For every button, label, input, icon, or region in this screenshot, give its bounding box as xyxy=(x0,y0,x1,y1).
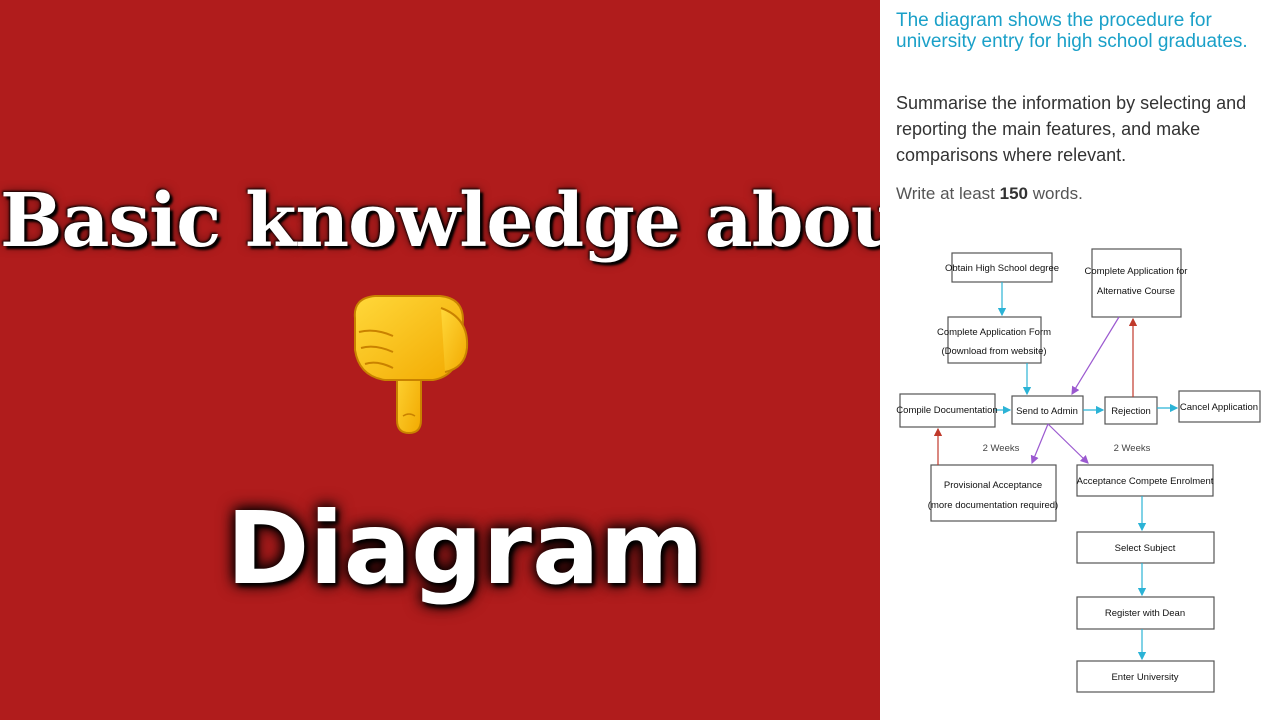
label-alt-course-2: Alternative Course xyxy=(1097,286,1175,297)
label-send-admin: Send to Admin xyxy=(1016,406,1078,417)
node-acceptance xyxy=(1076,464,1214,497)
node-enter-university xyxy=(1076,660,1215,693)
word-count-requirement: Write at least 150 words. xyxy=(896,184,1083,204)
thumbnail-panel: Basic knowledge about Diagram xyxy=(0,0,938,720)
label-rejection: Rejection xyxy=(1111,406,1151,417)
task-instruction: Summarise the information by selecting a… xyxy=(896,93,1247,165)
label-cancel-app: Cancel Application xyxy=(1180,402,1258,413)
annotation-weeks-left: 2 Weeks xyxy=(983,443,1020,454)
node-provisional xyxy=(930,464,1057,522)
label-acceptance: Acceptance Compete Enrolment xyxy=(1077,476,1214,487)
label-provisional-2: (more documentation required) xyxy=(928,500,1058,511)
annotation-weeks-right: 2 Weeks xyxy=(1114,443,1151,454)
label-app-form-1: Complete Application Form xyxy=(937,327,1051,338)
node-cancel-app xyxy=(1178,390,1261,423)
label-provisional-1: Provisional Acceptance xyxy=(944,480,1042,491)
task-heading: The diagram shows the procedure for univ… xyxy=(896,10,1248,52)
node-rejection xyxy=(1104,396,1158,425)
wordcount-prefix: Write at least xyxy=(896,184,1000,203)
label-select-subject: Select Subject xyxy=(1115,543,1176,554)
wordcount-number: 150 xyxy=(999,184,1028,203)
arrow-admin-to-provisional xyxy=(1030,423,1049,465)
label-obtain-degree: Obtain High School degree xyxy=(945,263,1059,274)
label-alt-course-1: Complete Application for xyxy=(1085,266,1188,277)
task-panel: The diagram shows the procedure for univ… xyxy=(880,0,1280,720)
flowchart: Obtain High School degree Complete Appli… xyxy=(896,248,1261,693)
label-enter-university: Enter University xyxy=(1111,672,1178,683)
arrow-alt-to-admin xyxy=(1071,316,1120,396)
label-register-dean: Register with Dean xyxy=(1105,608,1185,619)
thumbnail-title-line1: Basic knowledge about xyxy=(0,178,938,264)
arrow-admin-to-acceptance xyxy=(1047,423,1089,464)
node-register-dean xyxy=(1076,596,1215,630)
wordcount-suffix: words. xyxy=(1028,184,1083,203)
node-app-form xyxy=(947,316,1042,364)
node-alt-course xyxy=(1091,248,1182,318)
backhand-index-pointing-down-icon xyxy=(353,295,469,435)
label-app-form-2: (Download from website) xyxy=(941,346,1046,357)
thumbnail-title-line2: Diagram xyxy=(226,490,704,607)
label-compile-docs: Compile Documentation xyxy=(896,405,997,416)
node-compile-docs xyxy=(899,393,996,428)
node-select-subject xyxy=(1076,531,1215,564)
